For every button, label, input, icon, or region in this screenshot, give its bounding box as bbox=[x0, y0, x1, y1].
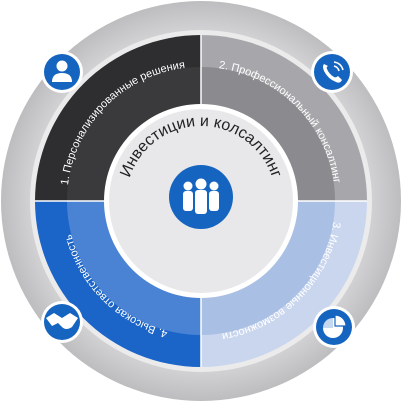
pie-chart-icon bbox=[313, 306, 355, 348]
phone-icon bbox=[311, 51, 353, 93]
user-icon bbox=[41, 51, 83, 93]
handshake-icon bbox=[41, 301, 83, 343]
team-icon bbox=[169, 165, 233, 229]
